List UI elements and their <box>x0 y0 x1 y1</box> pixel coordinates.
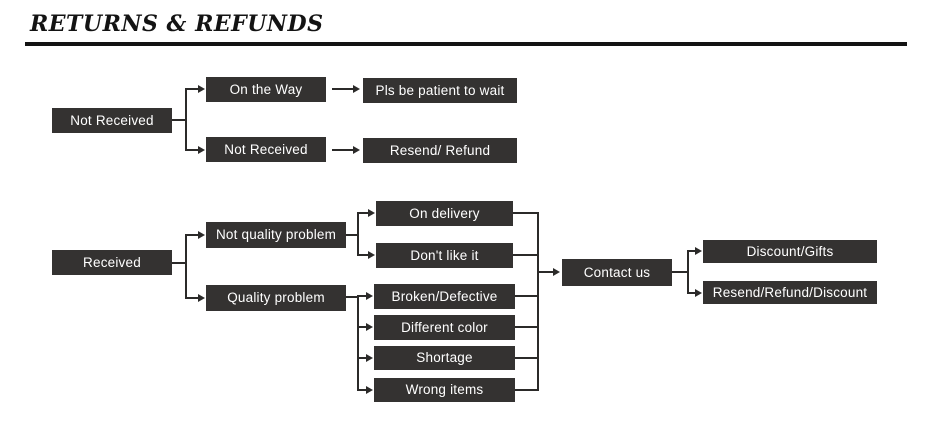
connector-line <box>358 326 367 328</box>
page-title: RETURNS & REFUNDS <box>30 11 324 37</box>
node-different-color: Different color <box>374 315 515 340</box>
arrow-right-icon <box>366 323 373 331</box>
arrow-right-icon <box>366 292 373 300</box>
node-dont-like-it: Don't like it <box>376 243 513 268</box>
connector-line <box>515 357 539 359</box>
connector-line <box>672 271 689 273</box>
connector-line <box>358 389 367 391</box>
arrow-right-icon <box>695 247 702 255</box>
arrow-right-icon <box>198 231 205 239</box>
node-not-quality-problem: Not quality problem <box>206 222 346 248</box>
node-resend-refund: Resend/ Refund <box>363 138 517 163</box>
connector-line <box>357 295 359 391</box>
node-resend-refund-discount: Resend/Refund/Discount <box>703 281 877 304</box>
arrow-right-icon <box>695 289 702 297</box>
node-contact-us: Contact us <box>562 259 672 286</box>
connector-line <box>357 212 359 256</box>
arrow-right-icon <box>366 354 373 362</box>
node-on-delivery: On delivery <box>376 201 513 226</box>
arrow-right-icon <box>368 251 375 259</box>
connector-line <box>515 295 539 297</box>
connector-line <box>185 234 187 299</box>
connector-line <box>688 292 696 294</box>
node-discount-gifts: Discount/Gifts <box>703 240 877 263</box>
arrow-right-icon <box>198 294 205 302</box>
connector-line <box>537 212 539 391</box>
node-pls-be-patient: Pls be patient to wait <box>363 78 517 103</box>
connector-line <box>186 149 199 151</box>
arrow-right-icon <box>553 268 560 276</box>
node-wrong-items: Wrong items <box>374 378 515 402</box>
node-quality-problem: Quality problem <box>206 285 346 311</box>
connector-line <box>687 250 689 294</box>
node-not-received-branch: Not Received <box>206 137 326 162</box>
connector-line <box>515 389 539 391</box>
node-not-received-root: Not Received <box>52 108 172 133</box>
node-on-the-way: On the Way <box>206 77 326 102</box>
connector-line <box>185 88 187 151</box>
connector-line <box>172 119 186 121</box>
connector-line <box>346 296 358 298</box>
connector-line <box>346 234 358 236</box>
arrow-right-icon <box>198 146 205 154</box>
connector-line <box>515 326 539 328</box>
arrow-right-icon <box>366 386 373 394</box>
arrow-right-icon <box>353 85 360 93</box>
connector-line <box>358 295 367 297</box>
connector-line <box>186 297 199 299</box>
connector-line <box>172 262 186 264</box>
connector-line <box>332 88 354 90</box>
connector-line <box>688 250 696 252</box>
connector-line <box>332 149 354 151</box>
title-underline <box>25 42 907 46</box>
arrow-right-icon <box>353 146 360 154</box>
connector-line <box>186 234 199 236</box>
node-broken-defective: Broken/Defective <box>374 284 515 309</box>
connector-line <box>538 271 554 273</box>
node-received-root: Received <box>52 250 172 275</box>
connector-line <box>358 357 367 359</box>
connector-line <box>358 212 369 214</box>
connector-line <box>513 254 539 256</box>
arrow-right-icon <box>368 209 375 217</box>
connector-line <box>358 254 369 256</box>
node-shortage: Shortage <box>374 346 515 370</box>
connector-line <box>186 88 199 90</box>
arrow-right-icon <box>198 85 205 93</box>
connector-line <box>513 212 539 214</box>
